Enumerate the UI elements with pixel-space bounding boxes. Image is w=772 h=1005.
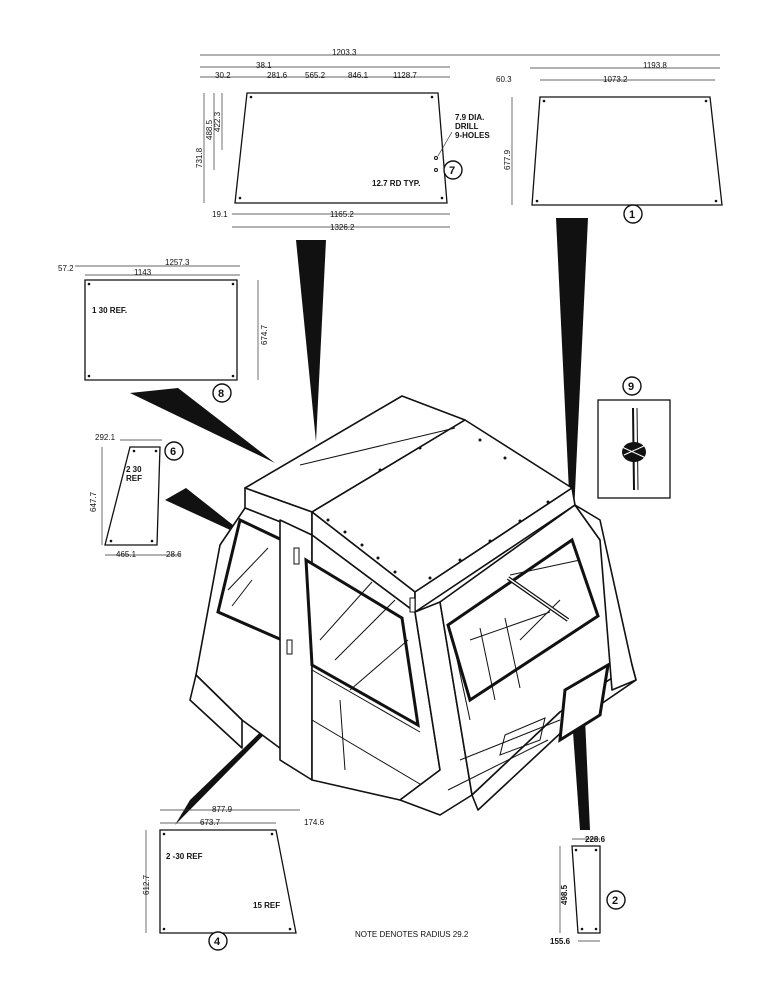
p6-ref-1: 2 30 (126, 465, 142, 474)
p7-dim-bottom-b: 1165.2 (330, 210, 354, 219)
p8-ref: 1 30 REF. (92, 306, 127, 315)
panel-9-seal-detail: 9 (597, 376, 671, 499)
p7-item-number: 7 (449, 165, 455, 177)
p4-dim-top: 673.7 (200, 818, 221, 827)
p4-ref-2: 15 REF (253, 901, 280, 910)
p2-dim-height: 498.5 (560, 884, 569, 905)
p6-dim-bottom: 465.1 (116, 550, 137, 559)
radius-note: NOTE DENOTES RADIUS 29.2 (355, 930, 469, 939)
p4-dim-overall: 877.9 (212, 805, 233, 814)
p8-item-number: 8 (218, 388, 224, 400)
p8-dim-overall: 1257.3 (165, 258, 190, 267)
panel-2: 228.6 498.5 155.6 2 (550, 835, 626, 946)
p7-drill-note-3: 9-HOLES (455, 131, 490, 140)
panel-7: 1203.3 38.1 30.2 281.6 565.2 846.1 1128.… (195, 48, 720, 232)
p7-dim-c: 281.6 (267, 71, 288, 80)
p7-dim-side-b: 488.5 (205, 119, 214, 140)
p6-item-number: 6 (170, 446, 176, 458)
p8-dim-offset: 57.2 (58, 264, 74, 273)
p7-dim-d: 565.2 (305, 71, 326, 80)
operator-cab (189, 395, 637, 816)
p1-dim-height: 677.9 (503, 149, 512, 170)
p2-item-number: 2 (612, 895, 618, 907)
p1-dim-overall: 1193.8 (643, 61, 667, 70)
p7-dim-bottom-a: 19.1 (212, 210, 228, 219)
p6-dim-offset: 28.6 (166, 550, 182, 559)
panel-1: 1193.8 60.3 1073.2 677.9 1 (496, 61, 723, 224)
wedge-panel7 (296, 240, 326, 442)
p7-drill-note-2: DRILL (455, 122, 479, 131)
p1-dim-top: 1073.2 (603, 75, 628, 84)
p9-item-number: 9 (628, 381, 634, 393)
p2-dim-top: 228.6 (585, 835, 606, 844)
p7-radius-note: 12.7 RD TYP. (372, 179, 420, 188)
p4-ref-1: 2 -30 REF (166, 852, 203, 861)
p7-dim-e: 846.1 (348, 71, 369, 80)
p7-dim-side-c: 422.3 (213, 111, 222, 132)
panel-4: 877.9 673.7 174.6 612.7 2 -30 REF 15 REF… (142, 805, 325, 951)
p7-dim-overall: 1203.3 (332, 48, 357, 57)
p8-dim-top: 1143 (134, 268, 152, 277)
wedge-panel8 (130, 388, 275, 463)
p4-dim-offset: 174.6 (304, 818, 325, 827)
panel-8: 1257.3 57.2 1143 674.7 1 30 REF. 8 (58, 258, 269, 403)
p6-dim-top: 292.1 (95, 433, 116, 442)
p4-item-number: 4 (214, 936, 221, 948)
p6-dim-height: 647.7 (89, 491, 98, 512)
p7-dim-side-a: 731.8 (195, 147, 204, 168)
panel-6: 292.1 647.7 465.1 28.6 2 30 REF 6 (89, 433, 184, 559)
p7-dim-b: 30.2 (215, 71, 231, 80)
p7-dim-bottom-c: 1326.2 (330, 223, 355, 232)
p7-drill-note-1: 7.9 DIA. (455, 113, 484, 122)
wedge-panel6 (165, 488, 252, 540)
p7-dim-a: 38.1 (256, 61, 272, 70)
p6-ref-2: REF (126, 474, 142, 483)
wedge-panel1 (556, 218, 588, 555)
p7-dim-f: 1128.7 (393, 71, 417, 80)
p1-dim-offset: 60.3 (496, 75, 512, 84)
wedge-panel2 (572, 718, 590, 830)
p4-dim-height: 612.7 (142, 874, 151, 895)
p1-item-number: 1 (629, 209, 635, 221)
p8-dim-height: 674.7 (260, 324, 269, 345)
p2-dim-bottom: 155.6 (550, 937, 571, 946)
